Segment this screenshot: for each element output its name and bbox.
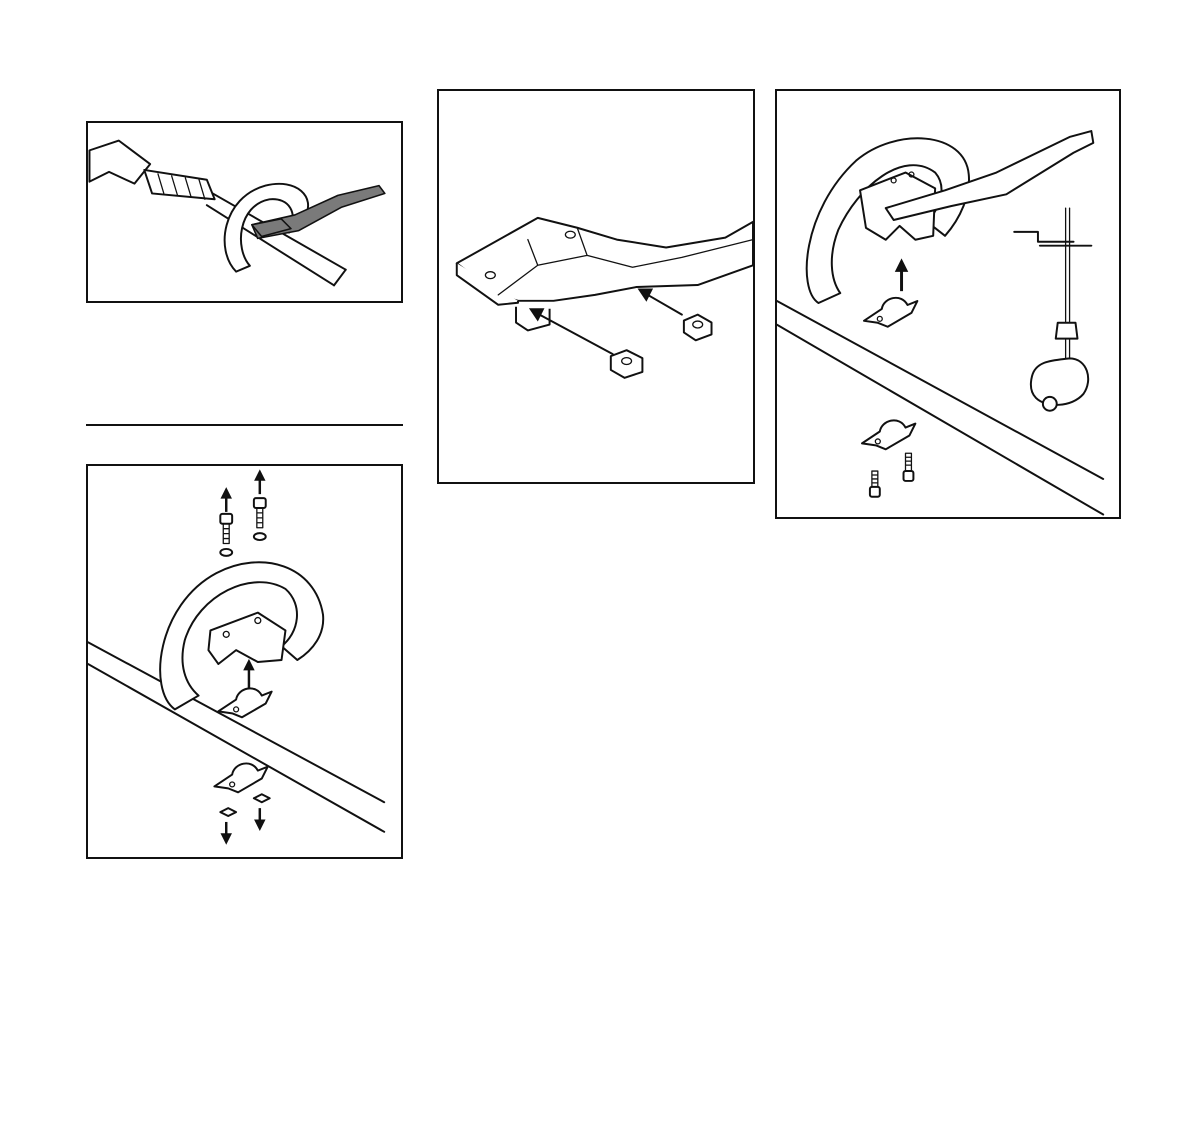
loop-handle-icon: [807, 138, 969, 303]
loop-handle-icon: [160, 562, 323, 709]
control-handle-icon: [457, 218, 753, 331]
square-nut-insertion-illustration: [439, 91, 753, 482]
figure-loop-handle-removal: [86, 464, 403, 859]
square-nut-icon: [220, 794, 269, 816]
clamp-layout-illustration: [777, 91, 1119, 517]
washer-icon: [220, 533, 265, 556]
handle-overview-illustration: [88, 123, 401, 301]
section-divider: [86, 424, 403, 426]
inset-handle-diagram: [1014, 208, 1091, 411]
loop-handle-removal-illustration: [88, 466, 401, 857]
figure-handle-overview: [86, 121, 403, 303]
screw-icon: [870, 453, 913, 496]
figure-square-nut-insertion: [437, 89, 755, 484]
arrow-up-icon: [896, 260, 908, 292]
figure-clamp-layout: [775, 89, 1121, 519]
square-nut-icon: [611, 315, 712, 378]
drive-tube-icon: [88, 642, 384, 832]
